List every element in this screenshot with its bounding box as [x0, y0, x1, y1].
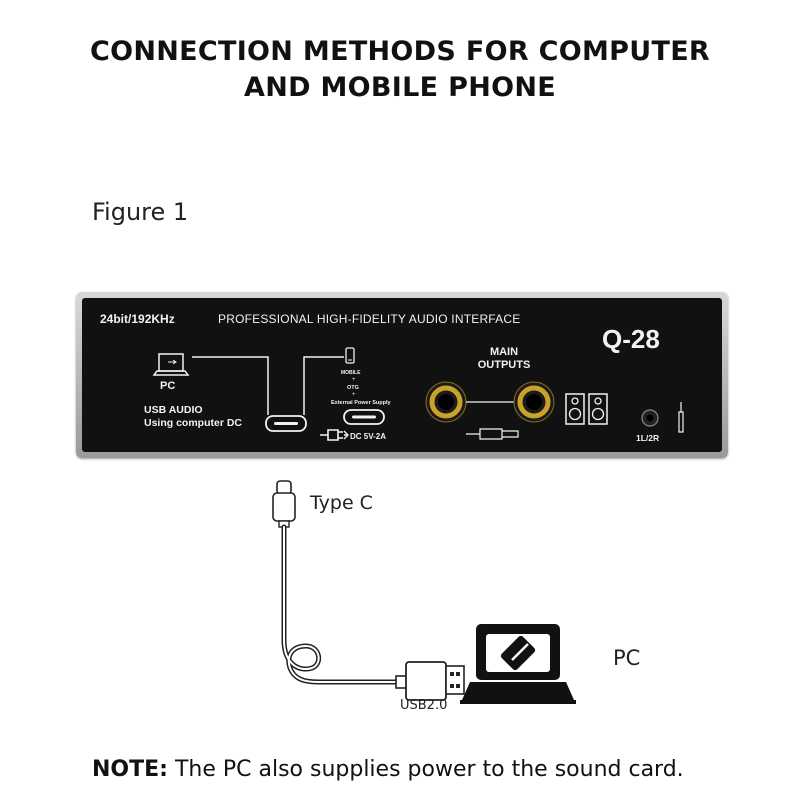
plus-label: + [352, 392, 356, 398]
otg-label: OTG [347, 385, 359, 391]
audio-interface-panel: 24bit/192KHz PROFESSIONAL HIGH-FIDELITY … [76, 292, 728, 458]
mobile-label: MOBILE [341, 370, 361, 376]
plus-label: + [352, 377, 356, 383]
outputs-label: OUTPUTS [477, 359, 531, 371]
panel-face: 24bit/192KHz PROFESSIONAL HIGH-FIDELITY … [82, 298, 722, 452]
type-c-label: Type C [310, 492, 373, 514]
power-plug-icon [320, 429, 349, 441]
usb-audio-label: USB AUDIO [144, 404, 203, 416]
figure-label: Figure 1 [92, 198, 189, 226]
main-output-jack-right [513, 381, 555, 423]
type-c-plug-icon [272, 480, 296, 528]
jack-plug-icon [466, 428, 519, 440]
speaker-icon [588, 393, 608, 425]
laptop-icon [152, 353, 190, 376]
headphone-jack [641, 409, 659, 427]
headphone-plug-icon [678, 402, 684, 433]
headphone-channel-label: 1L/2R [636, 433, 660, 443]
usb2-label: USB2.0 [400, 698, 448, 713]
title-line-2: AND MOBILE PHONE [244, 72, 556, 103]
model-label: Q-28 [602, 324, 660, 354]
title-line-1: CONNECTION METHODS FOR COMPUTER [89, 36, 711, 67]
main-label: MAIN [489, 346, 519, 358]
dc-usb-c-port [343, 409, 385, 425]
cable [281, 524, 401, 685]
pc-connection-line [192, 356, 269, 415]
panel-graphics [152, 347, 684, 441]
using-computer-dc-label: Using computer DC [144, 417, 243, 429]
phone-icon [345, 347, 355, 364]
computer-icon [460, 624, 576, 704]
cable-highlight [283, 526, 399, 683]
dc-power-label: DC 5V-2A [350, 432, 387, 441]
mobile-connection-line [303, 356, 344, 415]
description-label: PROFESSIONAL HIGH-FIDELITY AUDIO INTERFA… [218, 312, 521, 326]
note-prefix: NOTE: [92, 757, 168, 782]
panel-pc-label: PC [160, 380, 176, 392]
note: NOTE: The PC also supplies power to the … [92, 757, 684, 782]
page-title: CONNECTION METHODS FOR COMPUTER AND MOBI… [0, 34, 800, 106]
pc-label: PC [613, 646, 641, 670]
usb-c-port [265, 415, 307, 432]
speaker-icon [565, 393, 585, 425]
usb-a-plug-icon [395, 661, 465, 701]
spec-label: 24bit/192KHz [100, 312, 175, 326]
main-output-jack-left [425, 381, 467, 423]
external-power-label: External Power Supply [331, 400, 391, 406]
note-text: The PC also supplies power to the sound … [167, 757, 684, 782]
